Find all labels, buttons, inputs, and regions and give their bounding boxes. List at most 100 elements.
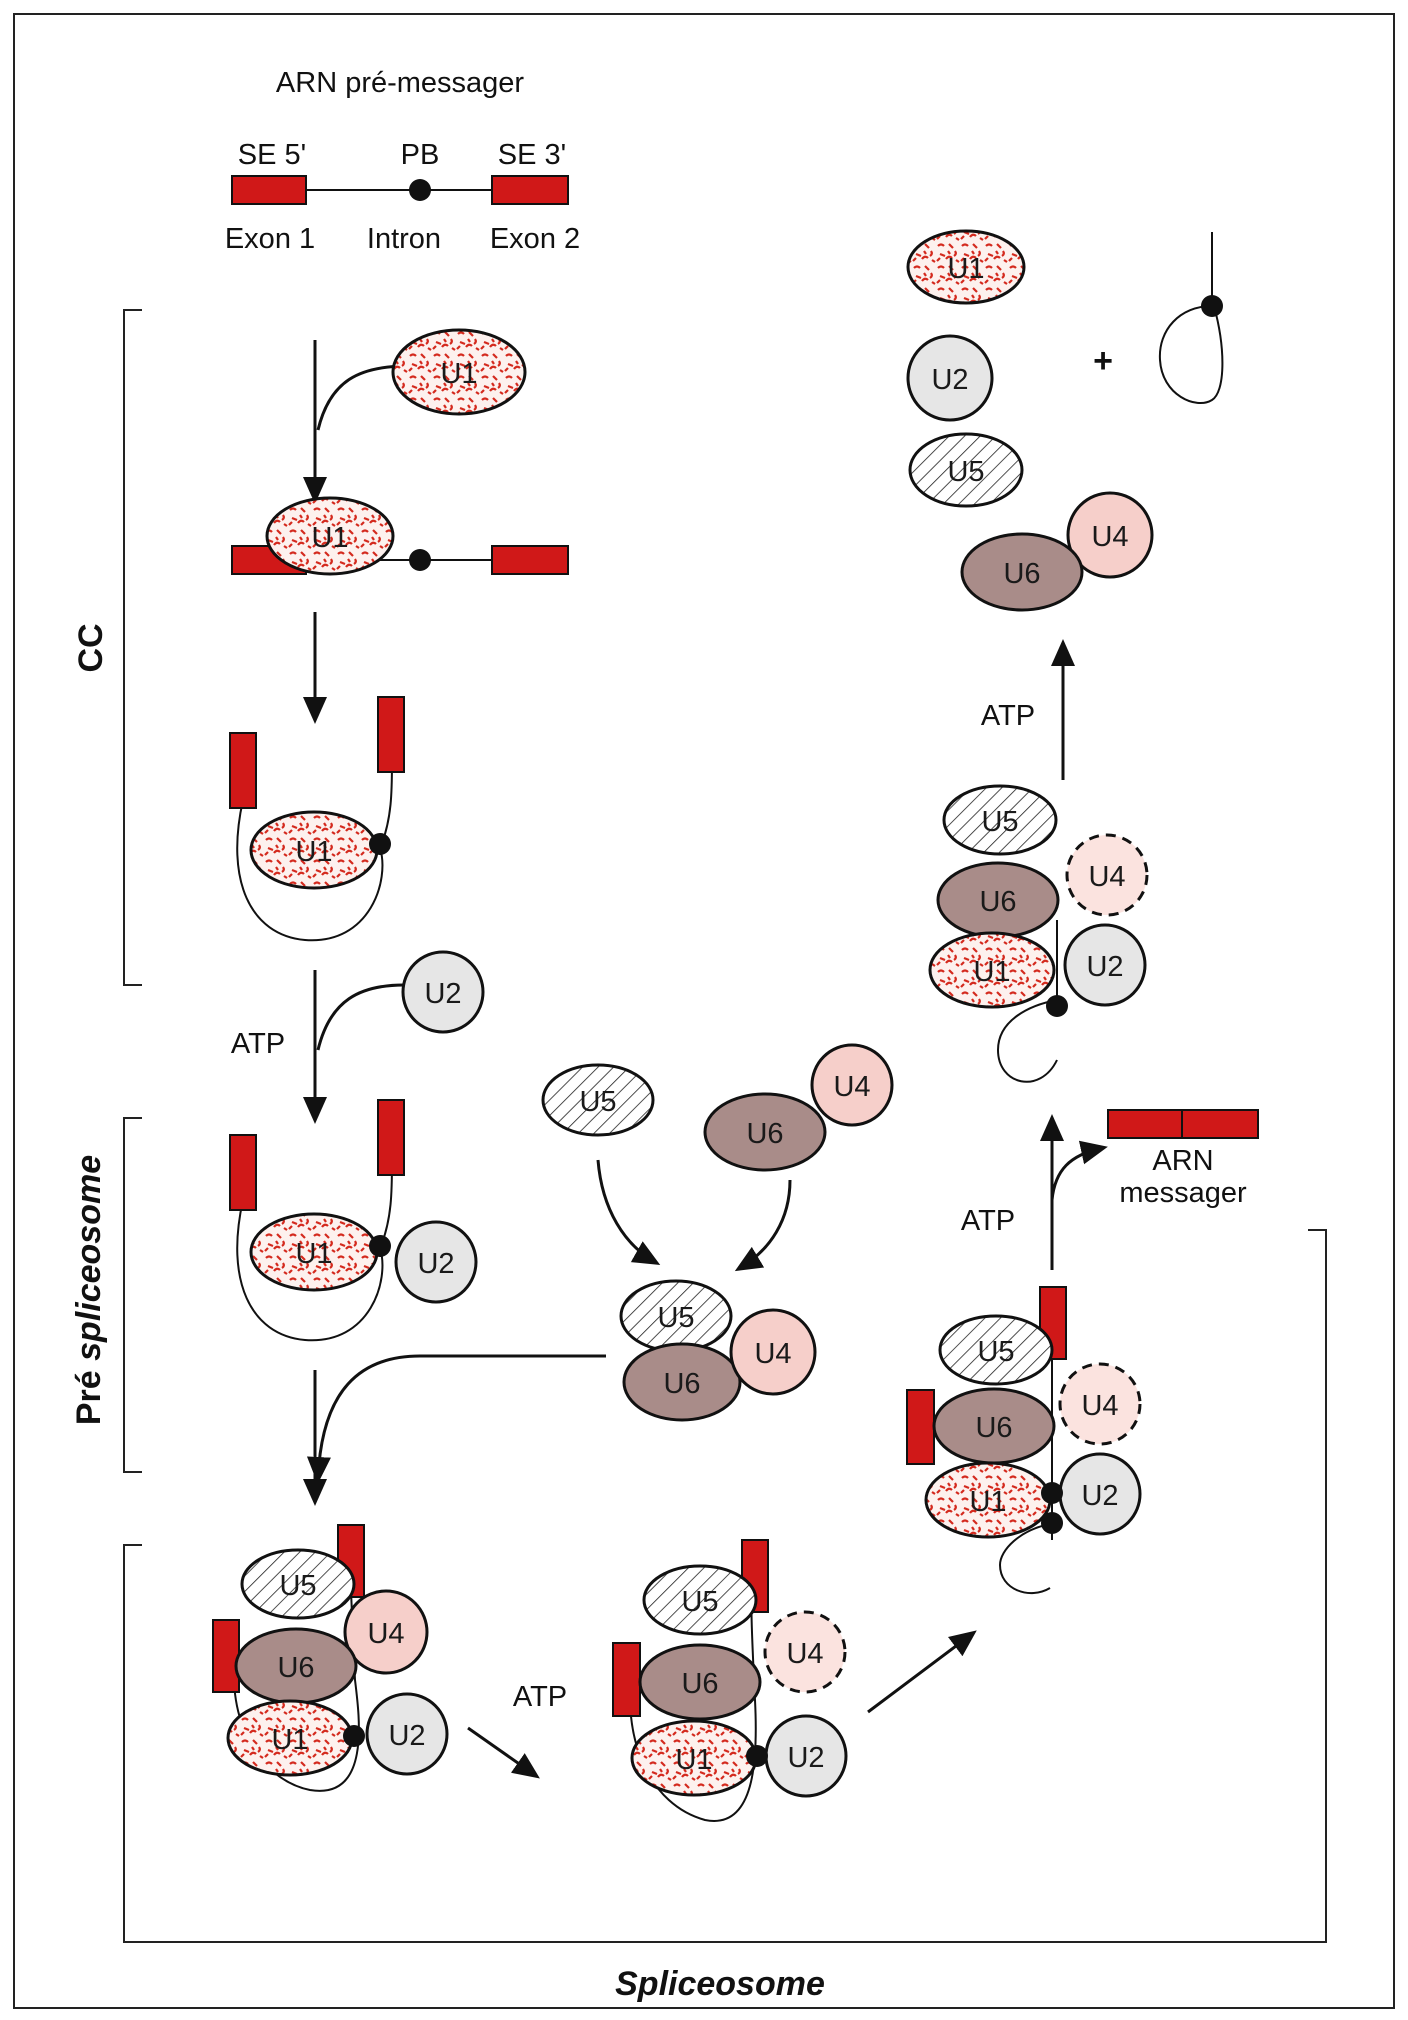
svg-text:U1: U1: [947, 253, 984, 285]
step3-commitment-complex: U1: [229, 696, 405, 942]
u5-particle: [642, 1564, 758, 1636]
u4-particle-faded: [1065, 833, 1149, 917]
branch-point: [343, 1725, 365, 1747]
stage-label-pre-spliceosome: Pré spliceosome: [70, 1155, 108, 1425]
exon1-block: [1107, 1109, 1183, 1139]
title-pre-mrna: ARN pré-messager: [276, 67, 525, 99]
label-intron: Intron: [367, 223, 441, 255]
svg-text:U6: U6: [746, 1118, 783, 1150]
svg-text:U4: U4: [833, 1071, 870, 1103]
bracket-pre-spliceosome: [123, 1117, 142, 1473]
svg-text:U6: U6: [663, 1368, 700, 1400]
u5-particle: [938, 1314, 1054, 1386]
svg-text:U5: U5: [579, 1086, 616, 1118]
mrna-label-line1: ARN: [1152, 1145, 1213, 1177]
branch-point: [409, 179, 431, 201]
svg-text:U4: U4: [1091, 521, 1128, 553]
svg-text:U1: U1: [295, 836, 332, 868]
lariat-intron: [1158, 232, 1224, 405]
label-se5: SE 5': [238, 139, 306, 171]
stage-label-cc: CC: [72, 623, 110, 672]
svg-text:U4: U4: [754, 1338, 791, 1370]
svg-text:U4: U4: [1081, 1390, 1118, 1422]
transition-atp-1: ATP: [467, 1681, 567, 1779]
u5-u6-u4-trisnrnp: U5 U6 U4: [303, 1279, 817, 1506]
svg-text:U5: U5: [981, 806, 1018, 838]
branch-point: [1041, 1482, 1063, 1504]
svg-text:U1: U1: [969, 1486, 1006, 1518]
spliceosome-complex-2: U5 U4 U6 U1 U2: [612, 1539, 848, 1822]
branch-point: [1201, 295, 1223, 317]
u6-particle: [638, 1643, 762, 1721]
outer-frame: [13, 13, 1395, 2009]
u2-particle: [906, 334, 994, 422]
stage-brackets: [123, 309, 1327, 1943]
u5-particle: [942, 784, 1058, 856]
stage-label-spliceosome: Spliceosome: [615, 1965, 825, 2003]
step4-u2-binding: U2 ATP: [231, 950, 485, 1124]
svg-text:U1: U1: [271, 1724, 308, 1756]
mrna-release: ATP ARN messager: [961, 1109, 1259, 1270]
svg-text:ATP: ATP: [513, 1681, 567, 1713]
u5-particle: [240, 1548, 356, 1620]
exon2-block: [491, 545, 569, 575]
u1-particle: [391, 328, 527, 416]
u1-particle: [928, 931, 1056, 1009]
label-exon2: Exon 2: [490, 223, 580, 255]
svg-text:U2: U2: [931, 364, 968, 396]
svg-text:U1: U1: [295, 1238, 332, 1270]
spliceosome-complex-1: U5 U4 U6 U1 U2: [212, 1524, 449, 1792]
u4-particle-faded: [1058, 1362, 1142, 1446]
svg-text:U6: U6: [1003, 558, 1040, 590]
u6-particle: [622, 1342, 742, 1422]
exon1-block: [229, 732, 257, 809]
u4-particle: [810, 1043, 894, 1127]
exon1-block: [231, 175, 307, 205]
svg-text:U5: U5: [977, 1336, 1014, 1368]
post-splicing-complex: U5 U4 U6 U1 U2: [928, 784, 1149, 1083]
bracket-cc: [123, 309, 142, 986]
exon2-block: [377, 696, 405, 773]
svg-text:U1: U1: [440, 358, 477, 390]
branch-point: [409, 549, 431, 571]
u5-particle: [541, 1063, 655, 1137]
u2-particle: [401, 950, 485, 1034]
branch-point: [1046, 995, 1068, 1017]
svg-text:U1: U1: [675, 1744, 712, 1776]
free-u5-u6-u4: U5 U6 U4: [541, 1043, 894, 1272]
svg-text:U2: U2: [1081, 1480, 1118, 1512]
svg-text:ATP: ATP: [961, 1205, 1015, 1237]
svg-text:U5: U5: [681, 1586, 718, 1618]
svg-text:U1: U1: [311, 522, 348, 554]
u6-particle: [960, 532, 1084, 612]
svg-text:U4: U4: [367, 1618, 404, 1650]
transition-arrow-2: [867, 1630, 977, 1714]
exon2-block: [491, 175, 569, 205]
svg-text:U2: U2: [424, 978, 461, 1010]
exon1-block: [229, 1134, 257, 1211]
step2-u1-bound: U1: [231, 496, 569, 724]
u2-particle: [365, 1692, 449, 1776]
u4-particle-faded: [763, 1610, 847, 1694]
spliceosome-complex-3: U5 U4 U6 U1 U2: [906, 1286, 1142, 1594]
u6-particle: [703, 1092, 827, 1172]
bracket-spliceosome: [123, 1229, 1327, 1943]
svg-text:U2: U2: [388, 1720, 425, 1752]
u4-particle: [729, 1308, 817, 1396]
svg-text:U6: U6: [975, 1412, 1012, 1444]
exon1-block: [212, 1619, 240, 1693]
step5-pre-spliceosome: U1 U2: [229, 1099, 478, 1342]
branch-point: [369, 1235, 391, 1257]
pre-mrna-legend: ARN pré-messager SE 5' PB SE 3' Exon 1 I…: [225, 67, 580, 255]
u4-particle: [1066, 491, 1154, 579]
exon2-block: [377, 1099, 405, 1176]
plus-sign: +: [1093, 342, 1113, 380]
svg-text:U6: U6: [979, 886, 1016, 918]
u1-particle: [265, 496, 395, 576]
u2-particle: [1063, 923, 1147, 1007]
svg-text:U2: U2: [417, 1248, 454, 1280]
atp-label: ATP: [231, 1028, 285, 1060]
exon1-block: [906, 1389, 935, 1465]
u2-particle: [394, 1220, 478, 1304]
